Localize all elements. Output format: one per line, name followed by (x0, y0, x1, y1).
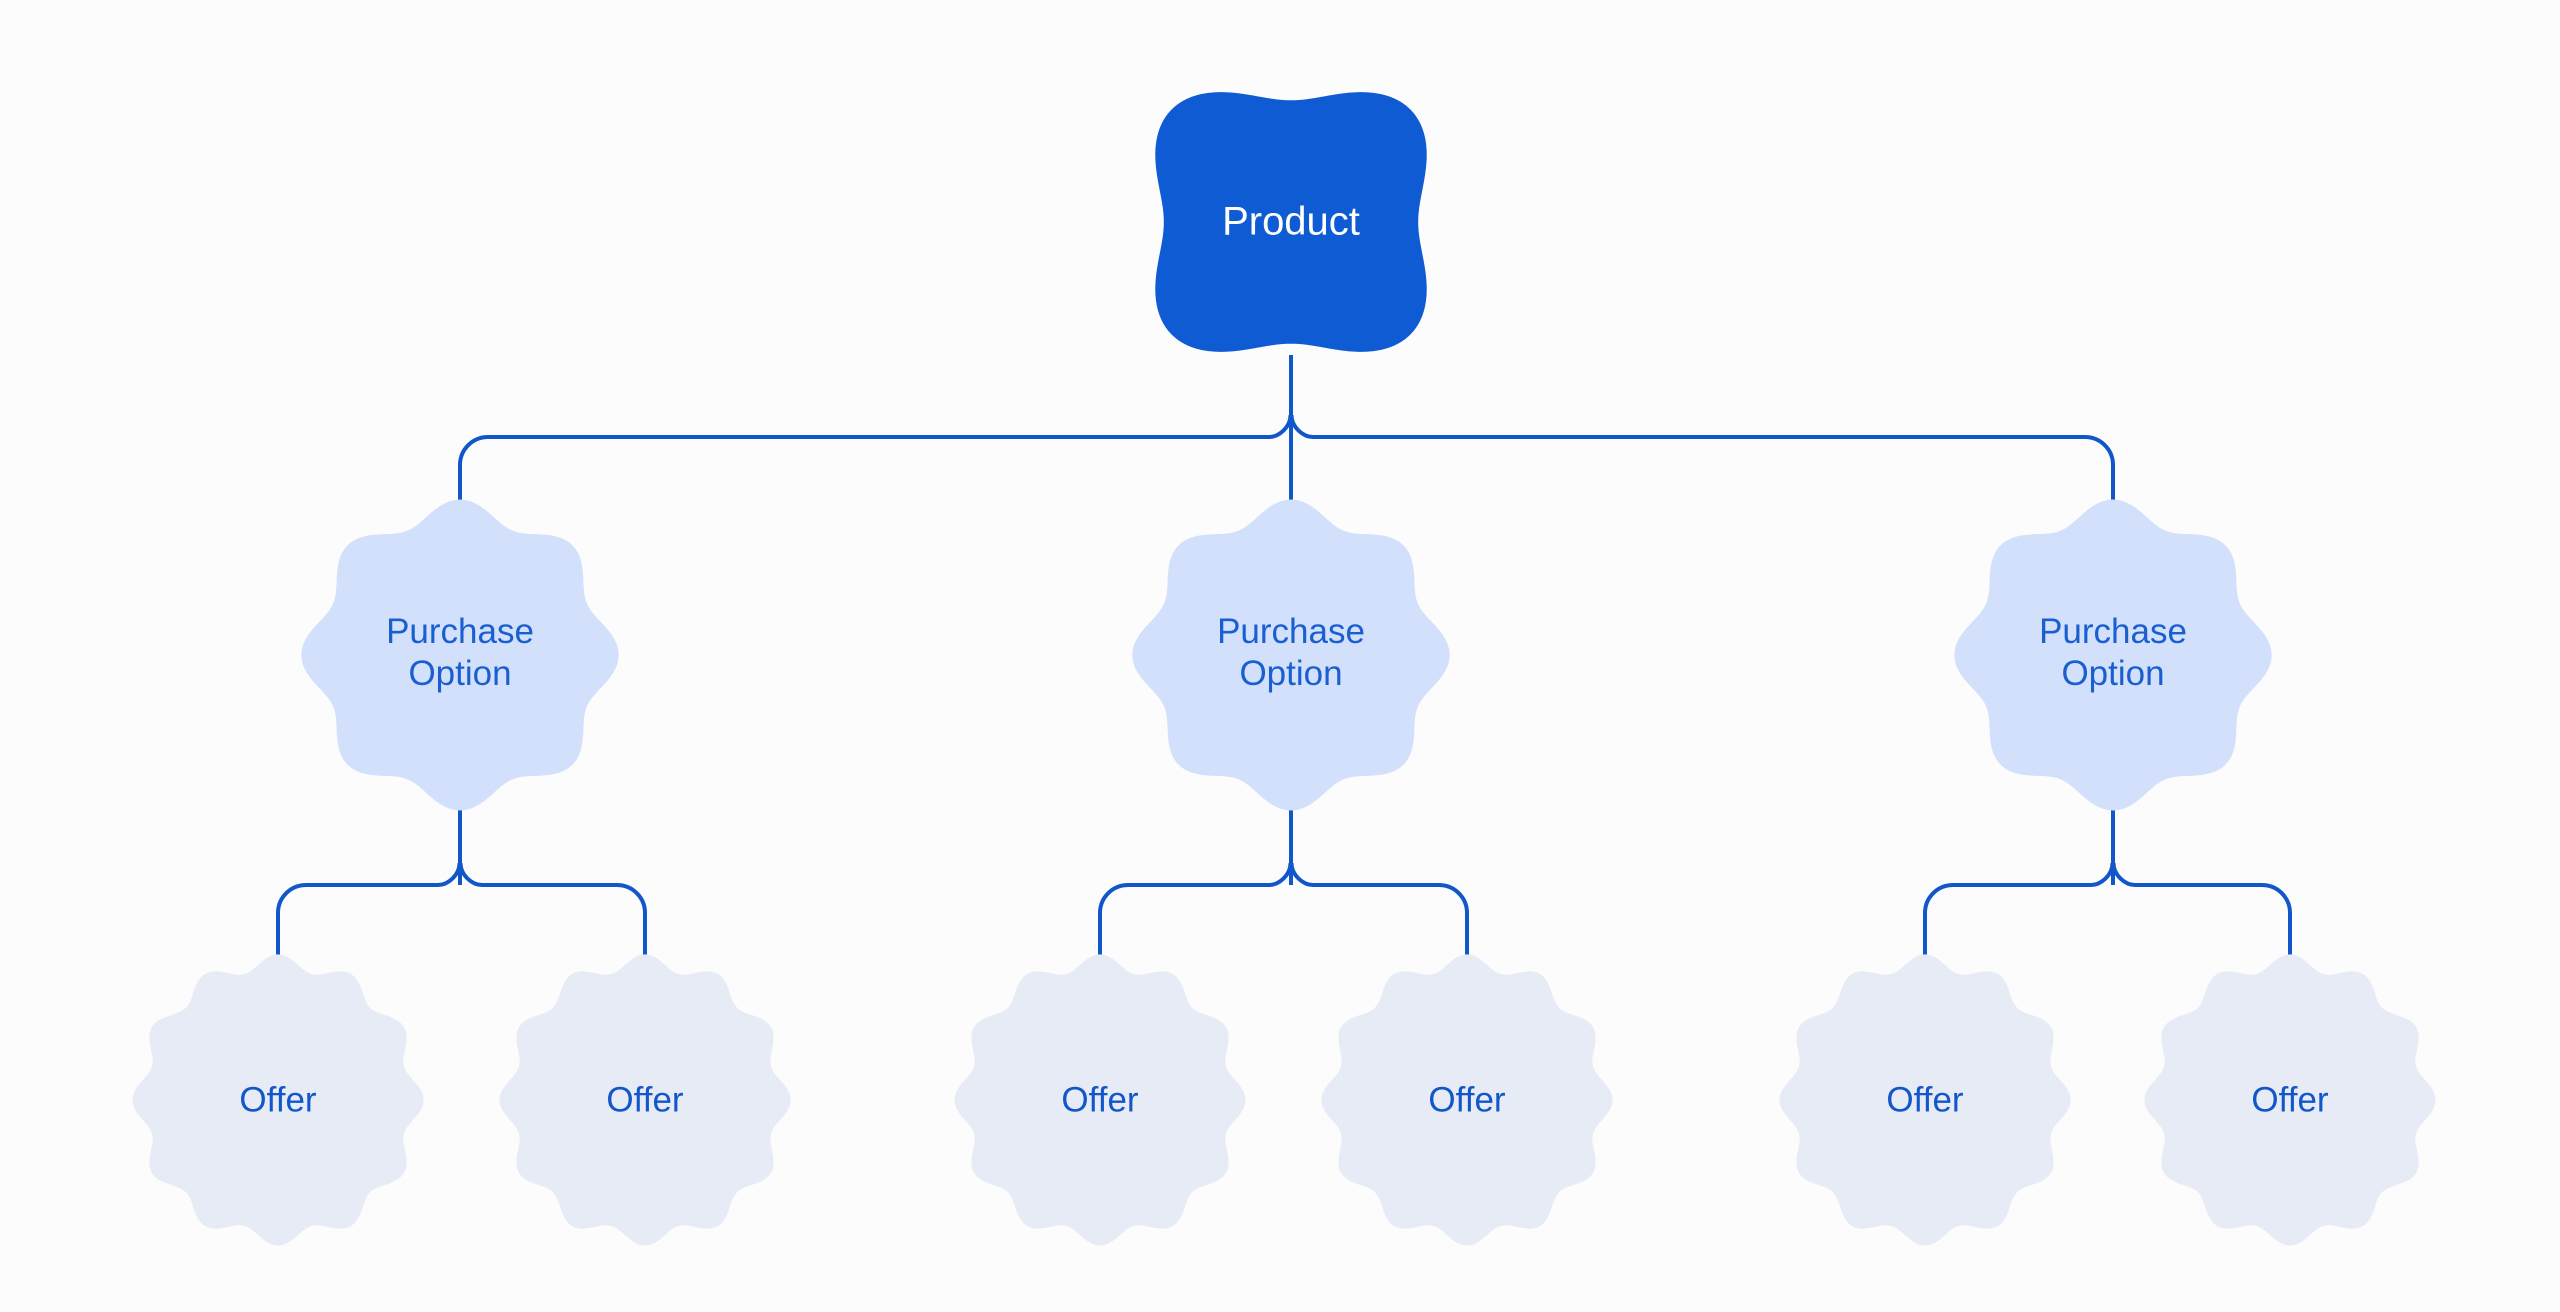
purchase-option-label-line2: Option (2061, 654, 2164, 693)
offer-label: Offer (1061, 1080, 1139, 1119)
node-product[interactable]: Product (1155, 92, 1427, 352)
node-offer[interactable]: Offer (1321, 954, 1613, 1246)
connector-layer (276, 355, 2292, 963)
purchase-option-label-line1: Purchase (2039, 612, 2187, 651)
product-label: Product (1222, 200, 1360, 244)
offer-label: Offer (606, 1080, 684, 1119)
purchase-option-label-line2: Option (1239, 654, 1342, 693)
purchase-option-blob-shape (1132, 499, 1450, 811)
purchase-option-label-line1: Purchase (386, 612, 534, 651)
purchase-option-blob-shape (301, 499, 619, 811)
offer-label: Offer (239, 1080, 317, 1119)
node-offer[interactable]: Offer (954, 954, 1246, 1246)
node-offer[interactable]: Offer (2144, 954, 2436, 1246)
node-offer[interactable]: Offer (132, 954, 424, 1246)
product-blob-shape (1155, 92, 1427, 352)
purchase-option-label-line2: Option (408, 654, 511, 693)
purchase-option-label-line1: Purchase (1217, 612, 1365, 651)
offer-blob-shape (1779, 954, 2071, 1246)
purchase-option-blob-shape (1954, 499, 2272, 811)
offer-blob-shape (132, 954, 424, 1246)
offer-label: Offer (1886, 1080, 1964, 1119)
offer-blob-shape (954, 954, 1246, 1246)
offer-blob-shape (499, 954, 791, 1246)
offer-blob-shape (2144, 954, 2436, 1246)
offer-blob-shape (1321, 954, 1613, 1246)
offer-label: Offer (2251, 1080, 2329, 1119)
node-offer[interactable]: Offer (499, 954, 791, 1246)
node-offer[interactable]: Offer (1779, 954, 2071, 1246)
offer-label: Offer (1428, 1080, 1506, 1119)
